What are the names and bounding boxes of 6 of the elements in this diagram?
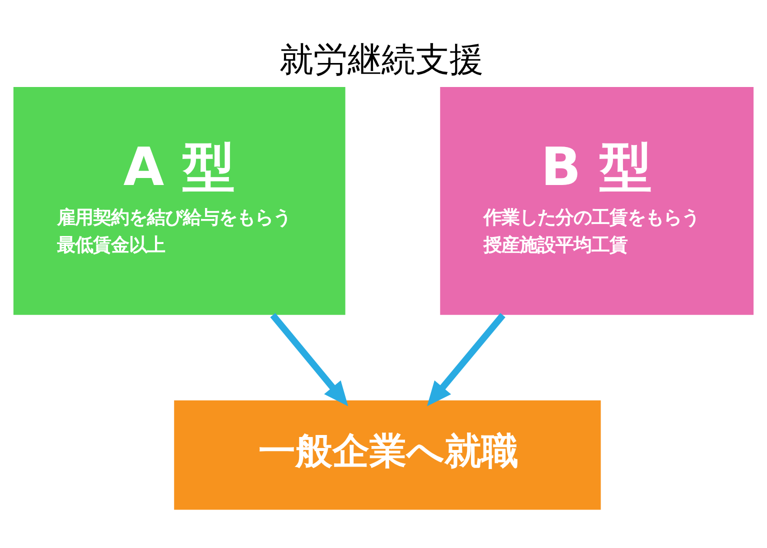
node-box: A 型 雇用契約を結び給与をもらう 最低賃金以上 — [13, 87, 346, 315]
arrow — [270, 313, 348, 406]
node-box: 一般企業へ就職 — [174, 400, 601, 510]
arrow — [427, 313, 506, 406]
diagram-title: 就労継続支援 — [279, 40, 484, 80]
node-box: B 型 作業した分の工賃をもらう 授産施設平均工賃 — [440, 87, 754, 315]
